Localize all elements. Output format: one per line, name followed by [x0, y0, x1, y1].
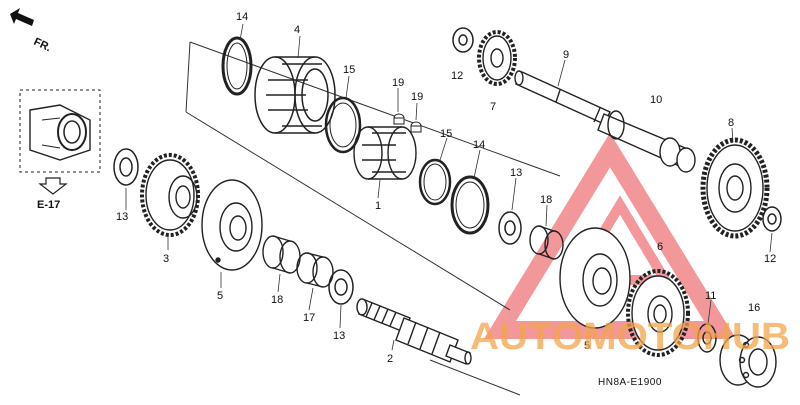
label-part-18a: 18 — [540, 194, 552, 206]
label-part-8: 8 — [728, 117, 734, 129]
gear-part-8[interactable] — [700, 137, 770, 239]
washer-part-13b[interactable] — [498, 211, 522, 245]
label-part-4: 4 — [294, 24, 300, 36]
reference-inset — [19, 89, 101, 173]
label-part-7: 7 — [490, 101, 496, 113]
label-part-14: 14 — [236, 11, 248, 23]
hub-part-5a[interactable] — [201, 179, 263, 271]
circlip-part-14b[interactable] — [450, 175, 490, 235]
label-part-13c: 13 — [333, 330, 345, 342]
needle-bearing-part-1[interactable] — [353, 126, 417, 180]
washer-part-11[interactable] — [697, 323, 717, 353]
needle-bearing-part-18b[interactable] — [529, 225, 564, 260]
washer-part-12a[interactable] — [452, 27, 474, 53]
label-part-6: 6 — [657, 241, 663, 253]
label-part-5a: 5 — [217, 290, 223, 302]
collar-part-19a[interactable] — [393, 113, 405, 125]
hub-part-5b[interactable] — [559, 227, 631, 329]
label-part-10: 10 — [650, 94, 662, 106]
shaft-part-9[interactable] — [514, 70, 696, 173]
label-part-1: 1 — [375, 200, 381, 212]
collar-part-19b[interactable] — [410, 121, 422, 133]
gear-part-3[interactable] — [140, 153, 200, 237]
label-part-13a: 13 — [116, 211, 128, 223]
snap-ring-part-15[interactable] — [324, 96, 362, 154]
bearing-part-4[interactable] — [254, 56, 336, 134]
leader-lines — [125, 23, 773, 351]
label-part-3: 3 — [163, 253, 169, 265]
label-part-13b: 13 — [510, 167, 522, 179]
label-part-5b: 5 — [584, 340, 590, 352]
label-part-19b: 19 — [411, 91, 423, 103]
assembly-boundary — [185, 41, 561, 396]
label-part-12b: 12 — [764, 253, 776, 265]
gear-part-7[interactable] — [477, 30, 517, 86]
reference-label[interactable]: E-17 — [37, 199, 60, 211]
front-direction-label: FR. — [32, 36, 53, 54]
needle-bearing-part-17[interactable] — [296, 252, 334, 288]
shaft-part-2[interactable] — [356, 298, 472, 365]
circlip-part-14[interactable] — [221, 36, 253, 96]
label-part-19a: 19 — [392, 77, 404, 89]
label-part-17: 17 — [303, 312, 315, 324]
gear-part-6[interactable] — [626, 269, 690, 357]
front-direction-arrow-icon: FR. — [10, 8, 53, 54]
label-part-14b: 14 — [473, 139, 485, 151]
ball-bearing-part-16[interactable] — [719, 334, 777, 388]
label-part-18b: 18 — [271, 294, 283, 306]
washer-part-13c[interactable] — [328, 269, 354, 305]
diagram-code: HN8A-E1900 — [598, 377, 662, 388]
label-part-12a: 12 — [451, 70, 463, 82]
label-part-11: 11 — [705, 290, 716, 302]
label-part-9: 9 — [563, 49, 569, 61]
washer-part-12b[interactable] — [762, 206, 782, 232]
snap-ring-part-15b[interactable] — [418, 158, 452, 206]
label-part-15b: 15 — [440, 128, 452, 140]
washer-part-13a[interactable] — [113, 148, 139, 186]
watermark-text: AUTOMOTOHUB — [470, 316, 790, 358]
needle-bearing-part-18a[interactable] — [262, 235, 301, 274]
label-part-15: 15 — [343, 64, 355, 76]
label-part-2: 2 — [387, 353, 393, 365]
reference-arrow-icon — [38, 177, 68, 195]
label-part-16: 16 — [748, 302, 760, 314]
